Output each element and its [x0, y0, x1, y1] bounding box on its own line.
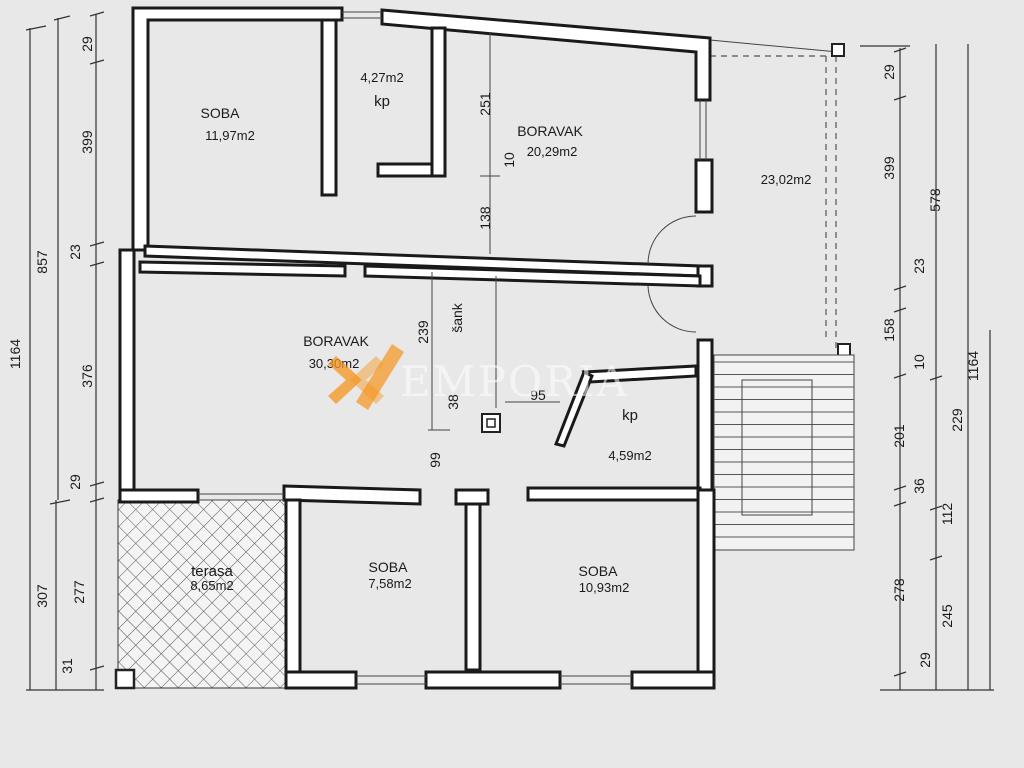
dim-right-245: 245 [939, 604, 955, 628]
room-boravak-main-name: BORAVAK [303, 333, 369, 349]
dim-10-top: 10 [501, 152, 517, 168]
dim-38: 38 [445, 394, 461, 410]
dim-right-399: 399 [881, 156, 897, 180]
dim-right-23: 23 [911, 258, 927, 274]
room-boravak-top-area: 20,29m2 [527, 144, 578, 159]
dim-right-578: 578 [927, 188, 943, 212]
room-kp-top-name: kp [374, 93, 390, 110]
dim-239: 239 [415, 320, 431, 344]
room-kp-top-area: 4,27m2 [360, 70, 403, 85]
dim-right-229: 229 [949, 408, 965, 432]
dim-138: 138 [477, 206, 493, 230]
terasa-hatch [117, 499, 293, 689]
room-covered-terrace-area: 23,02m2 [761, 172, 812, 187]
room-terasa-area: 8,65m2 [190, 578, 233, 593]
dim-right-10: 10 [911, 354, 927, 370]
dim-right-36: 36 [911, 478, 927, 494]
right-dimensions: 29 399 23 158 10 201 36 278 29 578 229 1… [860, 44, 994, 691]
room-soba-nw-name: SOBA [201, 105, 241, 121]
room-terasa-name: terasa [191, 563, 233, 580]
room-soba-s2-name: SOBA [579, 563, 619, 579]
room-kp-mid-area: 4,59m2 [608, 448, 651, 463]
dim-left-23: 23 [67, 244, 83, 260]
staircase [713, 354, 855, 551]
emporia-logo-mark [328, 344, 404, 410]
room-soba-nw-area: 11,97m2 [205, 128, 255, 143]
room-soba-s1-area: 7,58m2 [368, 576, 411, 591]
room-boravak-top-name: BORAVAK [517, 123, 583, 139]
dim-right-158: 158 [881, 318, 897, 342]
dim-95: 95 [530, 387, 546, 403]
dim-left-277: 277 [71, 580, 87, 604]
dim-left-307: 307 [34, 584, 50, 608]
dim-left-376: 376 [79, 364, 95, 388]
inner-dimensions: 251 10 138 239 38 95 99 [415, 92, 546, 468]
dim-left-29a: 29 [79, 36, 95, 52]
dim-right-1164: 1164 [965, 351, 981, 381]
room-kp-mid-name: kp [622, 407, 638, 424]
left-dimensions: 1164 857 307 29 399 23 376 29 277 31 [7, 11, 105, 691]
dim-99: 99 [427, 452, 443, 468]
room-soba-s2-area: 10,93m2 [579, 580, 630, 595]
dim-left-399: 399 [79, 130, 95, 154]
emporia-watermark: EMPORIA [328, 344, 629, 410]
dim-251: 251 [477, 92, 493, 116]
emporia-wordmark: EMPORIA [400, 357, 629, 406]
dim-right-29a: 29 [881, 64, 897, 80]
dim-right-112: 112 [939, 503, 955, 526]
covered-terrace-outline [709, 39, 851, 357]
dim-right-201: 201 [891, 424, 907, 448]
dim-right-29b: 29 [917, 652, 933, 668]
dim-right-278: 278 [891, 578, 907, 602]
room-soba-s1-name: SOBA [369, 559, 409, 575]
dim-left-29b: 29 [67, 474, 83, 490]
dim-left-857: 857 [34, 250, 50, 274]
dim-left-1164: 1164 [7, 339, 23, 369]
walls [114, 6, 716, 690]
room-sank-name: šank [449, 302, 465, 333]
dim-left-31: 31 [59, 658, 75, 674]
